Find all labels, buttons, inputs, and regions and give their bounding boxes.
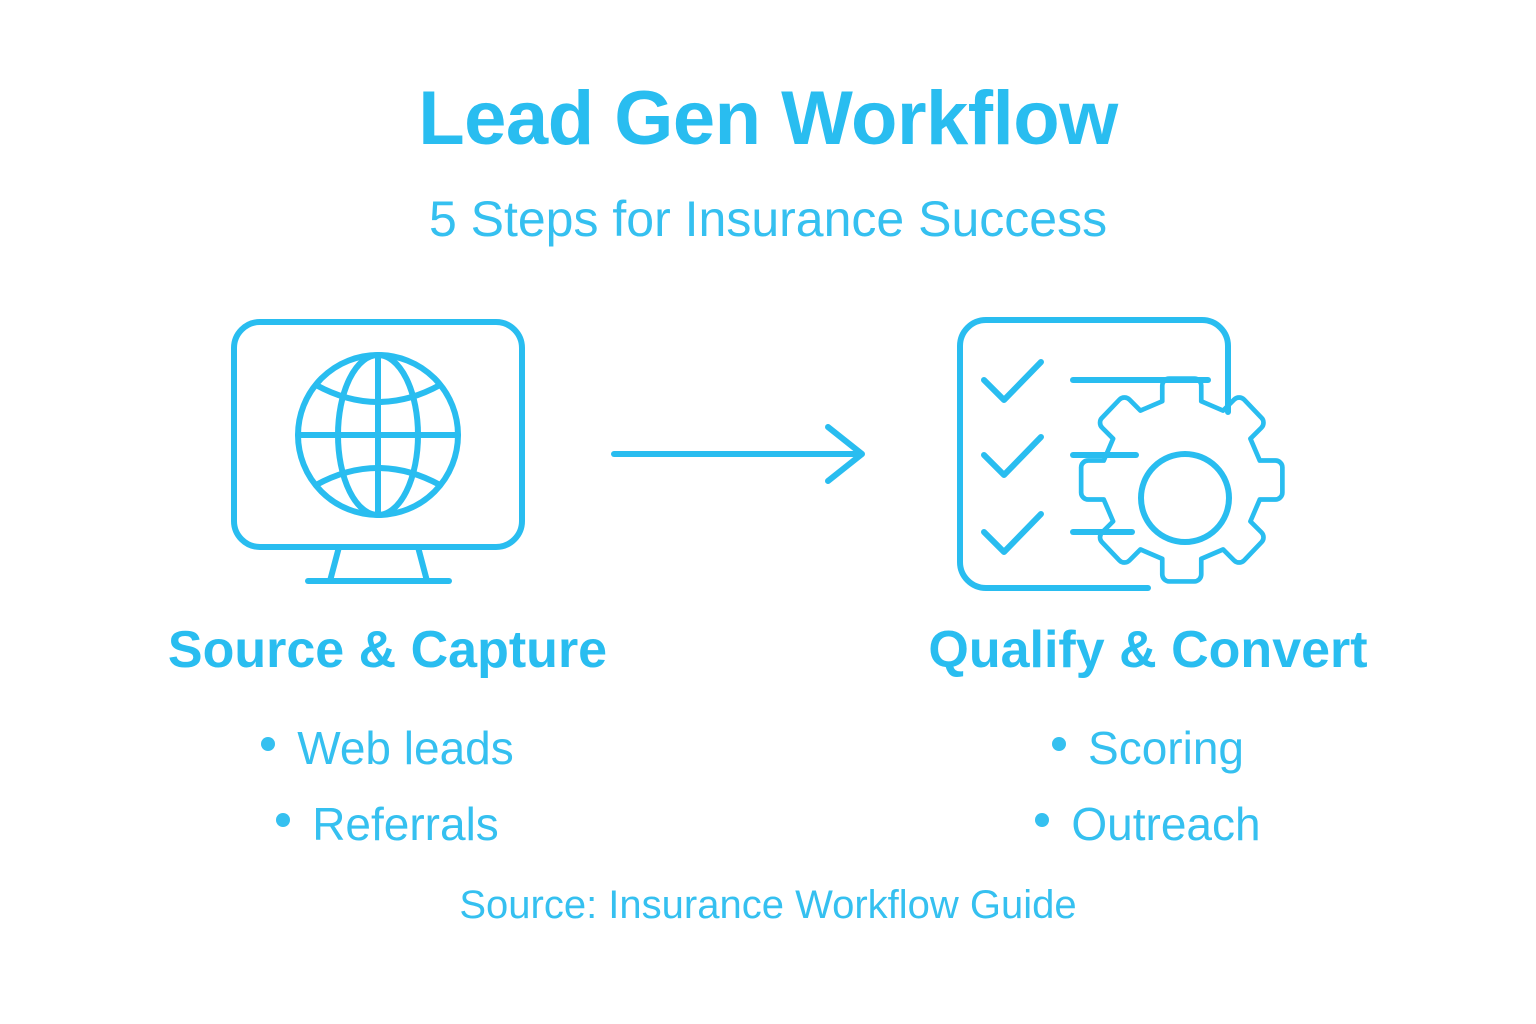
monitor-globe-svg [231, 319, 525, 584]
step-bullets-source-capture: Web leads Referrals [0, 708, 775, 860]
list-item: Outreach [760, 784, 1536, 860]
page-title: Lead Gen Workflow [418, 76, 1118, 161]
checklist-card-outline-top-right [1133, 317, 1231, 415]
step-heading-source-capture: Source & Capture [167, 621, 608, 679]
checkmark-1-icon [981, 359, 1044, 403]
bullet-dot-icon [261, 736, 276, 751]
source-caption: Source: Insurance Workflow Guide [459, 883, 1077, 927]
list-item-label: Outreach [1071, 797, 1261, 850]
monitor-stand-left-leg [327, 544, 342, 584]
checklist-card-outline-left [957, 317, 1151, 591]
gear-outline [1078, 376, 1285, 584]
checkmark-2-icon [981, 434, 1044, 478]
arrow-right-svg [611, 424, 865, 484]
gear-inner-circle [1138, 451, 1232, 545]
step-bullets-qualify-convert: Scoring Outreach [760, 708, 1536, 860]
list-item-label: Web leads [297, 721, 514, 774]
arrow-right-icon [600, 415, 890, 495]
globe-meridian-ellipse [335, 352, 421, 518]
bullet-dot-icon [276, 812, 291, 827]
page-subtitle: 5 Steps for Insurance Success [428, 191, 1108, 247]
globe-latitude-upper [313, 382, 443, 405]
arrow-head [825, 424, 865, 484]
bullet-dot-icon [1052, 736, 1067, 751]
monitor-screen-shape [231, 319, 525, 550]
list-item: Referrals [0, 784, 775, 860]
step-heading-qualify-convert: Qualify & Convert [928, 621, 1368, 679]
list-item: Web leads [0, 708, 775, 784]
checklist-gear-svg [957, 317, 1285, 591]
list-item: Scoring [760, 708, 1536, 784]
bullet-dot-icon [1035, 812, 1050, 827]
monitor-stand-right-leg [415, 544, 430, 584]
checklist-gear-icon [940, 300, 1330, 600]
checkmark-3-icon [981, 511, 1044, 555]
list-item-label: Referrals [312, 797, 499, 850]
monitor-globe-icon [210, 300, 540, 600]
globe-latitude-lower [313, 465, 443, 488]
list-item-label: Scoring [1088, 721, 1244, 774]
